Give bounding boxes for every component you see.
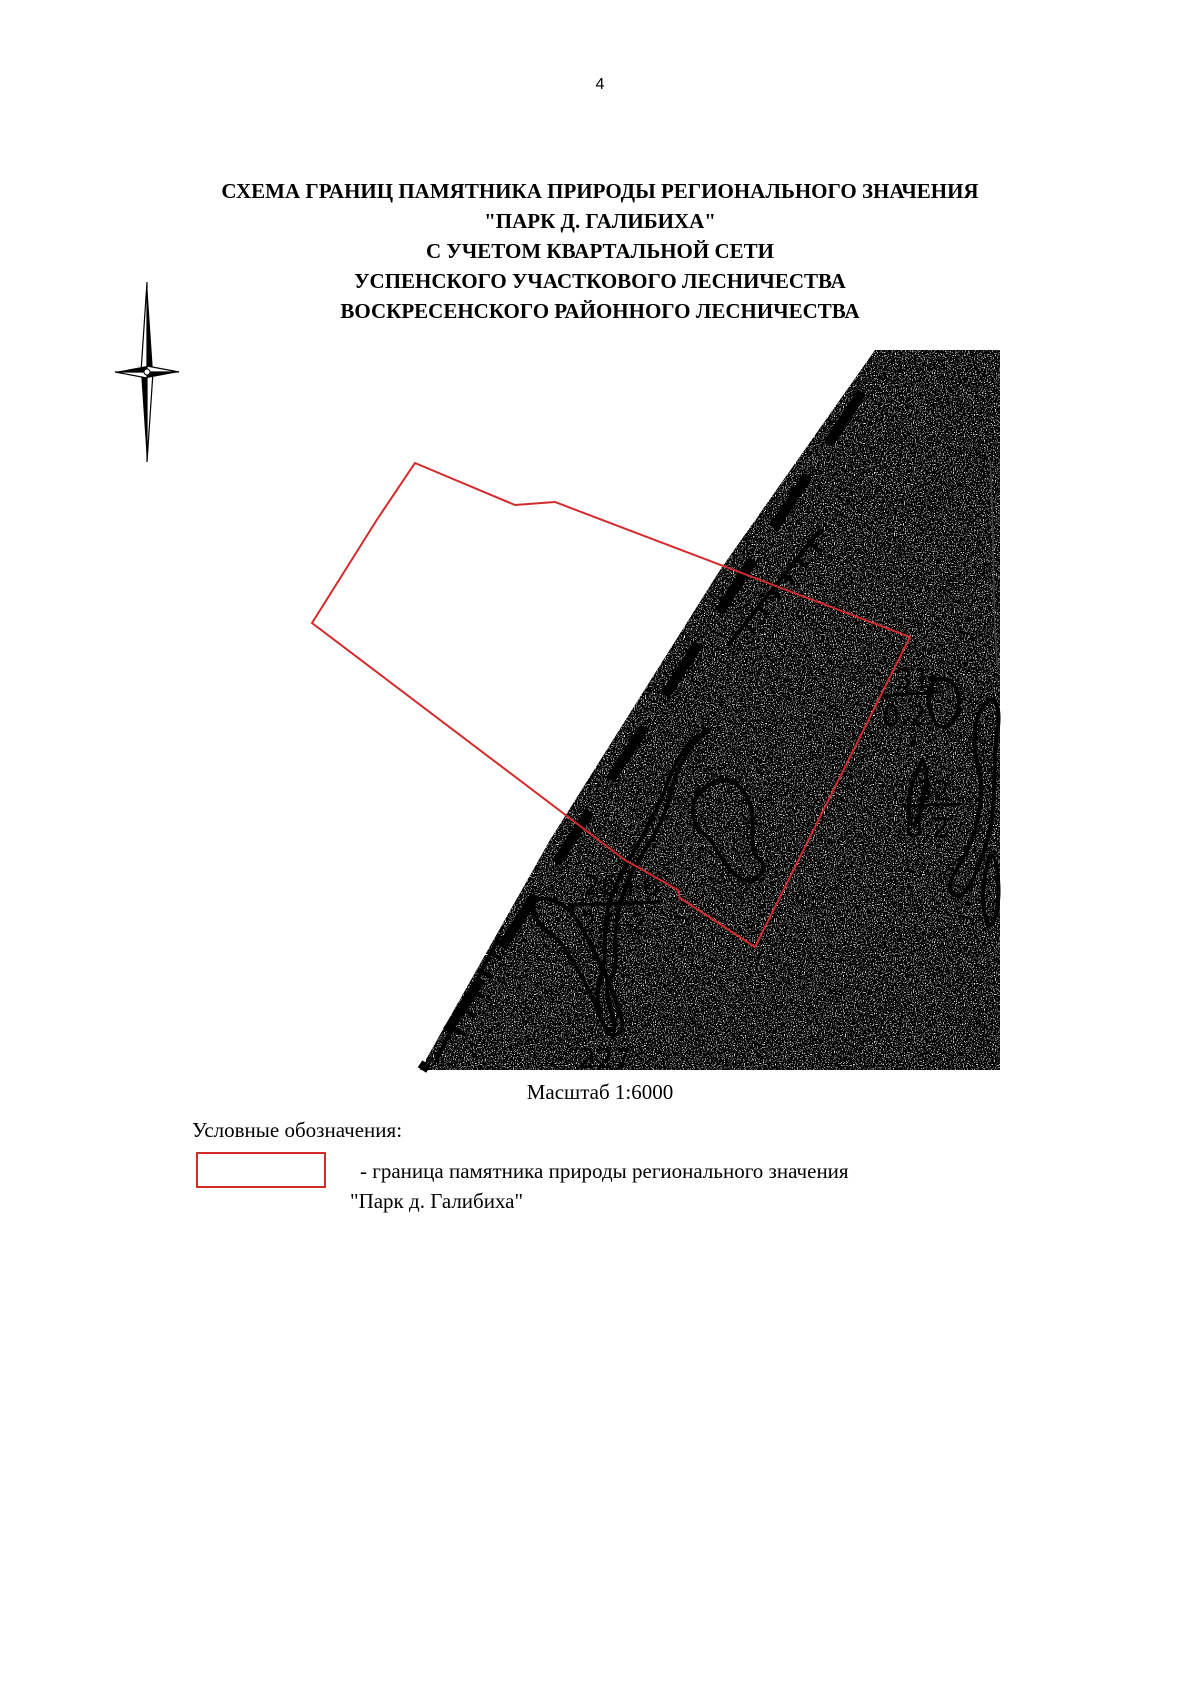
- stand-label-27: 227: [578, 1042, 631, 1075]
- title-line-1: СХЕМА ГРАНИЦ ПАМЯТНИКА ПРИРОДЫ РЕГИОНАЛЬ…: [221, 179, 979, 203]
- page-title: СХЕМА ГРАНИЦ ПАМЯТНИКА ПРИРОДЫ РЕГИОНАЛЬ…: [100, 176, 1100, 326]
- compass-rose-icon: [114, 281, 180, 463]
- quarter-boundary-line: [417, 389, 867, 1073]
- legend-item-line-1: - граница памятника природы региональног…: [360, 1159, 849, 1183]
- title-line-5: ВОСКРЕСЕНСКОГО РАЙОННОГО ЛЕСНИЧЕСТВА: [340, 299, 860, 323]
- forest-map: 31 0.2 32 0.2 26+6 2.5-2 227: [310, 350, 1001, 1075]
- title-line-2: "ПАРК Д. ГАЛИБИХА": [484, 209, 716, 233]
- forest-texture: [420, 350, 1000, 1070]
- stand-label-26-den: 2.5-2: [580, 909, 647, 939]
- stand-outlines: [531, 676, 1001, 1038]
- legend-title: Условные обозначения:: [192, 1118, 403, 1142]
- stand-markers: [694, 675, 935, 795]
- firebreak-hatch-lower: [434, 934, 503, 1061]
- legend-item-text: - граница памятника природы региональног…: [350, 1156, 849, 1216]
- stand-label-26-num: 26+6: [583, 869, 660, 902]
- legend-boundary-swatch: [196, 1152, 326, 1188]
- map-scale: Масштаб 1:6000: [526, 1080, 674, 1104]
- stand-labels: 31 0.2 32 0.2 26+6 2.5-2 227: [567, 662, 963, 1075]
- legend-item-line-2: "Парк д. Галибиха": [350, 1189, 524, 1213]
- page-number: 4: [595, 76, 605, 93]
- stand-label-32-num: 32: [915, 774, 951, 807]
- firebreak-hatch-upper: [726, 528, 822, 647]
- title-line-3: С УЧЕТОМ КВАРТАЛЬНОЙ СЕТИ: [426, 239, 774, 263]
- map-edge-line: [989, 459, 999, 671]
- monument-boundary: [310, 461, 912, 949]
- title-line-4: УСПЕНСКОГО УЧАСТКОВОГО ЛЕСНИЧЕСТВА: [354, 269, 846, 293]
- stand-label-32-den: 0.2: [905, 811, 950, 844]
- stand-label-31-den: 0.2: [882, 699, 927, 732]
- stand-label-31-num: 31: [895, 662, 931, 695]
